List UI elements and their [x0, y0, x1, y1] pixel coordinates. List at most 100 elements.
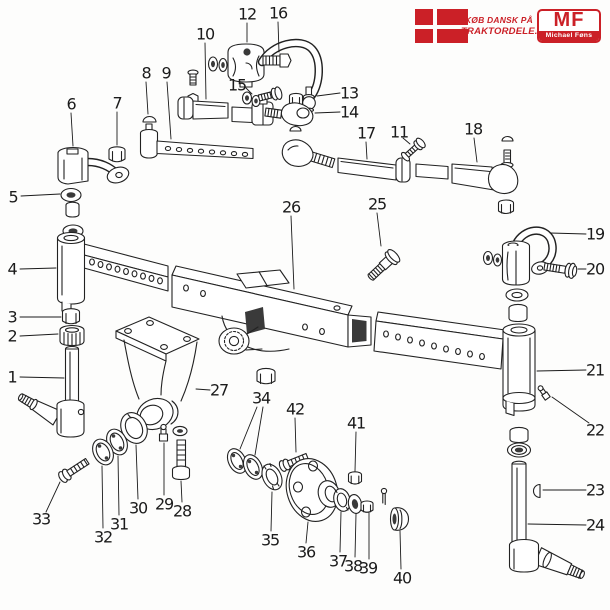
- part-label-11: 11: [390, 123, 408, 142]
- part-label-17: 17: [357, 124, 375, 143]
- part-18-leader-line: [473, 137, 478, 163]
- part-8-leader-line: [145, 81, 149, 115]
- mf-logo-text: MF: [553, 9, 585, 31]
- part-label-24: 24: [586, 516, 605, 535]
- part-32-leader-line: [101, 465, 104, 529]
- part-15-bolt-washers: [241, 86, 283, 108]
- part-10-tube-assembly: [177, 69, 274, 126]
- part-label-10: 10: [196, 25, 215, 44]
- part-41-leader-line: [354, 431, 357, 472]
- part-label-33: 33: [32, 510, 50, 529]
- part-label-39: 39: [359, 559, 378, 578]
- part-label-25: 25: [368, 195, 386, 214]
- part-42-bolt: [278, 452, 309, 472]
- part-label-38: 38: [344, 557, 363, 576]
- cotter-pin: [380, 487, 388, 506]
- part-1-leader-line: [19, 376, 65, 379]
- part-label-20: 20: [586, 260, 605, 279]
- part-label-30: 30: [129, 499, 148, 518]
- part-label-14: 14: [340, 103, 359, 122]
- part-label-26: 26: [282, 198, 301, 217]
- part-34-leader-line: [254, 406, 264, 456]
- part-13-leader-line: [316, 92, 341, 97]
- part-30-leader-line: [135, 444, 139, 500]
- part-38-leader-line: [354, 513, 357, 558]
- part-4-axle-extension-left: [56, 231, 169, 315]
- part-9-leader-line: [166, 81, 172, 140]
- part-label-8: 8: [142, 64, 152, 83]
- part-label-22: 22: [586, 421, 604, 440]
- part-label-21: 21: [586, 361, 604, 380]
- part-label-29: 29: [155, 495, 174, 514]
- part-33-bolt: [58, 457, 90, 483]
- part-16-leader-line: [277, 21, 280, 53]
- part-18-tie-rod-end: [451, 136, 519, 195]
- part-25-bolt: [367, 248, 401, 281]
- ball-stud-nut-right: [497, 199, 515, 215]
- part-25-leader-line: [376, 212, 382, 247]
- part-11-leader-line: [402, 137, 411, 145]
- part-21-washer-bushing-top: [505, 288, 529, 323]
- center-pivot-nut: [256, 367, 276, 385]
- part-1-spindle-left: [17, 345, 85, 438]
- part-4-leader-line: [19, 267, 57, 270]
- part-22-leader-line: [551, 396, 590, 424]
- mf-logo-subtitle: Michael Føns: [539, 31, 599, 41]
- part-label-18: 18: [464, 120, 483, 139]
- part-label-27: 27: [210, 381, 228, 400]
- part-label-19: 19: [586, 225, 605, 244]
- part-label-37: 37: [329, 552, 347, 571]
- part-9-drag-link: [139, 123, 254, 160]
- part-29-grease-fitting: [158, 423, 169, 442]
- part-36-leader-line: [305, 521, 309, 544]
- part-5-leader-line: [20, 193, 61, 197]
- part-14-leader-line: [314, 111, 341, 114]
- part-40-leader-line: [399, 530, 402, 570]
- part-28-leader-line: [180, 480, 183, 503]
- part-6-steering-arm: [57, 146, 130, 185]
- part-37-leader-line: [339, 511, 342, 553]
- part-21-leader-line: [536, 369, 587, 372]
- part-34-leader-line: [239, 406, 258, 450]
- part-41-nut: [347, 471, 363, 485]
- part-label-41: 41: [347, 414, 365, 433]
- part-15-leader-line: [245, 87, 253, 95]
- part-19-washers: [482, 250, 503, 267]
- part-2-bushing: [59, 324, 85, 347]
- tagline-line2: TRAKTORDELE.DK: [461, 25, 552, 37]
- part-21-axle-extension-right: [373, 311, 536, 417]
- part-label-1: 1: [8, 368, 17, 387]
- part-3-nut: [61, 308, 81, 325]
- part-label-7: 7: [113, 94, 122, 113]
- tagline-line1: KØB DANSK PÅ: [464, 15, 534, 25]
- part-31-leader-line: [117, 455, 120, 516]
- part-24-spindle-right: [508, 460, 585, 579]
- part-label-6: 6: [67, 95, 77, 114]
- part-35-bearing: [261, 462, 283, 491]
- part-label-16: 16: [269, 4, 288, 23]
- part-7-nut: [108, 146, 126, 163]
- part-label-2: 2: [8, 327, 17, 346]
- part-32-washer: [92, 438, 114, 466]
- part-label-35: 35: [261, 531, 279, 550]
- part-label-15: 15: [228, 76, 246, 95]
- part-label-32: 32: [94, 528, 112, 547]
- part-16-bolt: [262, 53, 292, 68]
- part-5-washer-stack: [60, 187, 84, 238]
- part-label-12: 12: [238, 5, 256, 24]
- part-23-key: [532, 483, 541, 499]
- part-17-leader-line: [365, 141, 368, 160]
- part-24-bushing-washer: [506, 426, 532, 458]
- part-label-31: 31: [110, 515, 128, 534]
- part-12-pivot-housing: [207, 43, 265, 88]
- part-label-36: 36: [297, 543, 316, 562]
- part-42-leader-line: [294, 417, 297, 453]
- mf-logo: MF Michael Føns: [537, 9, 601, 43]
- part-14-tie-rod-end: [264, 102, 314, 127]
- part-26-leader-line: [290, 215, 295, 290]
- part-28-bolt: [171, 425, 191, 481]
- danish-flag-logo: [415, 9, 468, 43]
